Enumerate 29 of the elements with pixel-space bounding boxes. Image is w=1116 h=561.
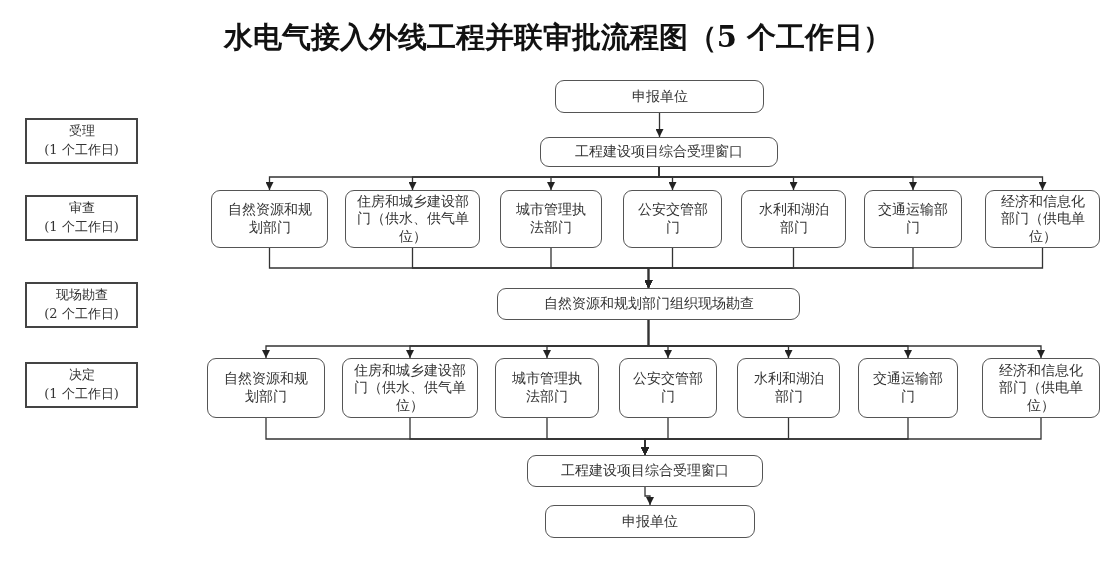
process-box: 工程建设项目综合受理窗口: [540, 137, 778, 167]
department-box: 自然资源和规划部门: [207, 358, 325, 418]
stage-box: 审查 (1 个工作日): [25, 195, 138, 241]
department-box: 公安交管部门: [619, 358, 717, 418]
department-box: 城市管理执法部门: [495, 358, 599, 418]
arrow: [644, 486, 654, 506]
stage-box: 现场勘查 (2 个工作日): [25, 282, 138, 328]
arrow: [641, 417, 1042, 456]
process-box: 工程建设项目综合受理窗口: [527, 455, 763, 487]
department-box: 城市管理执法部门: [500, 190, 602, 248]
stage-box: 受理 (1 个工作日): [25, 118, 138, 164]
department-box: 水利和湖泊部门: [737, 358, 840, 418]
department-box: 水利和湖泊部门: [741, 190, 846, 248]
department-box: 交通运输部门: [858, 358, 958, 418]
department-box: 住房和城乡建设部门（供水、供气单位）: [345, 190, 480, 248]
arrow: [644, 247, 1044, 289]
arrow: [647, 319, 1045, 359]
department-box: 交通运输部门: [864, 190, 962, 248]
department-box: 经济和信息化部门（供电单位）: [985, 190, 1100, 248]
department-box: 经济和信息化部门（供电单位）: [982, 358, 1100, 418]
department-box: 自然资源和规划部门: [211, 190, 328, 248]
process-box: 申报单位: [545, 505, 755, 538]
department-box: 公安交管部门: [623, 190, 722, 248]
arrow: [655, 112, 664, 138]
stage-box: 决定 (1 个工作日): [25, 362, 138, 408]
department-box: 住房和城乡建设部门（供水、供气单位）: [342, 358, 478, 418]
title: 水电气接入外线工程并联审批流程图（5 个工作日）: [222, 19, 894, 56]
process-box: 自然资源和规划部门组织现场勘查: [497, 288, 800, 320]
process-box: 申报单位: [555, 80, 764, 113]
